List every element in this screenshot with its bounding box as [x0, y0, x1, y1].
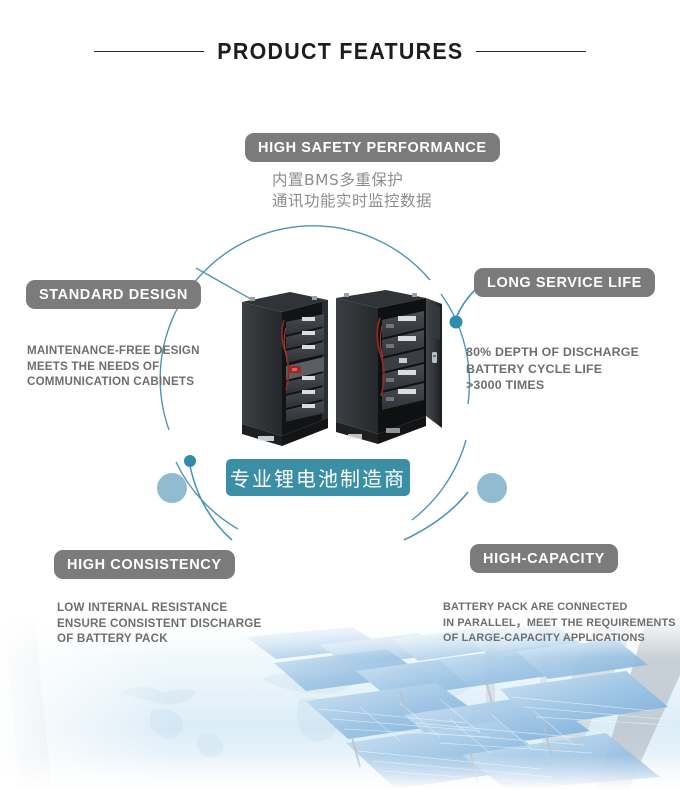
- feature-body-high-consistency: LOW INTERNAL RESISTANCE ENSURE CONSISTEN…: [57, 601, 262, 645]
- accent-dot-left: [157, 473, 187, 503]
- center-badge: 专业锂电池制造商: [226, 459, 410, 496]
- battery-cabinet-product-image: [242, 290, 442, 446]
- ring-arc-lower-right: [411, 439, 467, 521]
- battery-modules-right: [382, 311, 424, 410]
- ring-arc-upper-right: [440, 293, 471, 405]
- feature-label-high-safety-performance[interactable]: HIGH SAFETY PERFORMANCE: [245, 133, 500, 162]
- leader-high-consistency: [189, 465, 233, 541]
- accent-dot-right: [477, 473, 507, 503]
- page-title: PRODUCT FEATURES: [0, 38, 680, 65]
- feature-label-long-service-life[interactable]: LONG SERVICE LIFE: [474, 268, 655, 297]
- cabinet-right: [336, 290, 442, 444]
- title-rule-left: [93, 51, 204, 52]
- feature-label-text: HIGH SAFETY PERFORMANCE: [258, 139, 487, 156]
- feature-body-high-capacity: BATTERY PACK ARE CONNECTED IN PARALLEL，M…: [443, 601, 676, 644]
- title-rule-right: [476, 51, 587, 52]
- center-badge-text: 专业锂电池制造商: [230, 467, 406, 491]
- leader-dot-long-service-life: [449, 315, 463, 329]
- feature-label-high-consistency[interactable]: HIGH CONSISTENCY: [54, 550, 235, 579]
- leader-standard-design: [195, 267, 257, 303]
- feature-label-text: STANDARD DESIGN: [39, 286, 188, 303]
- feature-label-high-capacity[interactable]: HIGH-CAPACITY: [470, 544, 618, 573]
- feature-label-text: HIGH CONSISTENCY: [67, 556, 222, 573]
- page-title-text: PRODUCT FEATURES: [216, 38, 464, 64]
- feature-label-standard-design[interactable]: STANDARD DESIGN: [26, 280, 201, 309]
- feature-body-standard-design: MAINTENANCE-FREE DESIGN MEETS THE NEEDS …: [27, 344, 200, 388]
- cabinet-left: [242, 292, 328, 446]
- leader-dot-high-consistency: [184, 455, 196, 467]
- solar-scene-svg: [0, 615, 680, 790]
- feature-body-high-safety-performance: 内置BMS多重保护 通讯功能实时监控数据: [272, 171, 433, 210]
- feature-label-text: HIGH-CAPACITY: [483, 550, 605, 567]
- leader-high-capacity: [403, 491, 469, 541]
- feature-label-text: LONG SERVICE LIFE: [487, 274, 642, 291]
- battery-modules-left: [286, 314, 324, 422]
- ring-arc-upper-left: [159, 225, 431, 431]
- feature-body-long-service-life: 80% DEPTH OF DISCHARGE BATTERY CYCLE LIF…: [466, 345, 640, 392]
- solar-panel-background: [0, 615, 680, 790]
